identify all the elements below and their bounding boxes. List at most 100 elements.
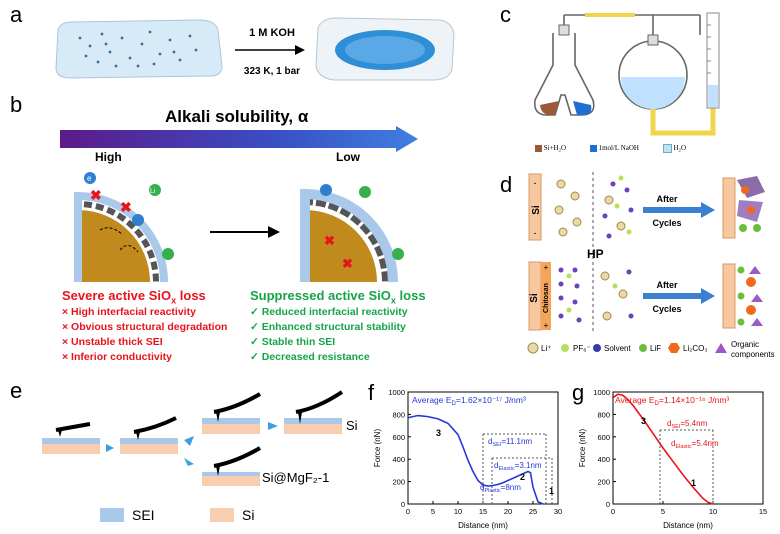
block-x-icon: ✖	[342, 256, 353, 271]
guide-lines	[482, 433, 553, 504]
severe-loss-title: Severe active SiOx loss	[62, 288, 206, 306]
electron-label: e	[87, 174, 92, 183]
y-tick-label: 600	[392, 433, 405, 442]
electron-icon	[132, 214, 144, 226]
x-tick-label: 0	[611, 507, 615, 516]
x-axis-title: Distance (nm)	[458, 521, 508, 530]
segment-1-label: 1	[691, 478, 696, 488]
low-solubility-particle	[300, 188, 398, 283]
force-curve-line	[612, 393, 714, 505]
afm-step	[120, 416, 178, 454]
gas-apparatus	[533, 12, 720, 136]
panel-label-a: a	[10, 2, 23, 27]
after-label: After	[656, 194, 677, 204]
severe-loss-item: × High interfacial reactivity	[62, 306, 196, 318]
energy-annotation: Average ED=1.62×10⁻¹⁷ J/nm³	[412, 395, 526, 407]
afm-step	[202, 392, 262, 434]
after-cycles-arrowhead	[701, 288, 715, 304]
plus-sign: +	[544, 263, 549, 272]
afm-step	[284, 390, 344, 434]
legend-sei-label: SEI	[132, 507, 155, 523]
solvent-legend-icon	[593, 344, 601, 352]
x-tick-label: 15	[759, 507, 767, 516]
step-arrow	[268, 422, 278, 430]
force-curve-line	[407, 414, 544, 505]
cycled-si-electrode	[722, 263, 736, 329]
ion-cloud	[554, 175, 634, 239]
x-tick-label: 5	[661, 507, 665, 516]
solubility-gradient-arrow	[60, 126, 418, 152]
segment-2-label: 2	[520, 472, 525, 482]
label-high: High	[95, 150, 122, 164]
x-tick-label: 15	[479, 507, 487, 516]
legend-si-swatch	[210, 508, 234, 522]
d-plastic-label: dPlastic=8nm	[480, 483, 521, 494]
apparatus-legend: Si+H₂O 1mol/L NaOH H₂O	[535, 144, 686, 153]
afm-scheme	[42, 390, 344, 522]
segment-3-label: 3	[641, 416, 646, 426]
thin-sei-deposit	[737, 266, 763, 326]
legend-li-ion: Li⁺	[541, 344, 551, 353]
d-sei-label: dSEI=5.4nm	[667, 419, 708, 430]
si-label: Si	[529, 293, 540, 303]
y-tick-label: 200	[597, 478, 610, 487]
panel-label-d: d	[500, 172, 513, 197]
legend-organic: Organic	[731, 340, 759, 349]
legend-si-h2o: Si+H₂O	[543, 144, 567, 153]
y-tick-label: 0	[606, 500, 610, 509]
d-elastic-label: dElastic=3.1nm	[494, 461, 542, 472]
lithium-ion-label: Li	[150, 188, 156, 195]
panel-label-g: g	[572, 380, 585, 405]
panel-b-particles: e Li ✖ ✖ ✖ ✖	[74, 172, 404, 283]
y-tick-label: 200	[392, 478, 405, 487]
condition-temp-pressure: 323 K, 1 bar	[244, 66, 300, 77]
severe-loss-item: × Inferior conductivity	[62, 351, 172, 363]
thick-sei-deposit	[737, 176, 765, 232]
pf6-legend-icon	[561, 344, 569, 352]
block-x-icon: ✖	[324, 233, 335, 248]
severe-loss-item: × Obvious structural degradation	[62, 321, 228, 333]
transform-arrowhead	[268, 226, 280, 238]
d-elastic-label: dElastic=5.4nm	[671, 439, 719, 450]
after-label: After	[656, 280, 677, 290]
suppressed-loss-item: ✓ Reduced interfacial reactivity	[250, 306, 408, 318]
severe-loss-list: × High interfacial reactivity × Obvious …	[62, 305, 227, 365]
ion-cloud	[558, 267, 634, 323]
x-axis-title: Distance (nm)	[663, 521, 713, 530]
block-x-icon: ✖	[120, 199, 132, 215]
lif-legend-icon	[639, 344, 647, 352]
lithium-ion-icon	[162, 248, 174, 260]
etched-electrode	[315, 17, 455, 81]
suppressed-loss-item: ✓ Enhanced structural stability	[250, 321, 406, 333]
mgf2-sample-label: Si@MgF₂-1	[262, 470, 330, 485]
y-tick-label: 400	[392, 455, 405, 464]
block-x-icon: ✖	[90, 187, 102, 203]
suppressed-loss-item: ✓ Decreased resistance	[250, 351, 370, 363]
legend-sei-swatch	[100, 508, 124, 522]
segment-1-label: 1	[549, 486, 554, 496]
plus-sign: +	[544, 321, 549, 330]
legend-swatch	[535, 145, 542, 152]
step-arrow	[184, 458, 194, 466]
d-sei-label: dSEI=11.1nm	[488, 437, 532, 448]
afm-step	[42, 422, 100, 454]
lithium-ion-icon	[149, 184, 161, 196]
alkali-solubility-title: Alkali solubility, α	[165, 107, 309, 126]
severe-loss-item: × Unstable thick SEI	[62, 336, 163, 348]
si-sample-label: Si	[346, 418, 358, 433]
li2co3-legend-icon	[668, 343, 680, 353]
step-arrow	[106, 444, 114, 452]
guide-lines	[659, 429, 714, 504]
panel-a-scheme: 1 M KOH 323 K, 1 bar	[55, 17, 455, 81]
y-tick-label: 1000	[388, 388, 405, 397]
x-tick-label: 0	[406, 507, 410, 516]
y-tick-label: 0	[401, 500, 405, 509]
legend-li2co3: Li₂CO₃	[683, 344, 708, 353]
afm-step	[202, 446, 262, 486]
si-label: Si	[531, 205, 542, 215]
lithium-ion-icon	[392, 248, 404, 260]
cycles-label: Cycles	[652, 218, 681, 228]
x-tick-label: 20	[504, 507, 512, 516]
legend-h2o: H₂O	[673, 144, 687, 153]
